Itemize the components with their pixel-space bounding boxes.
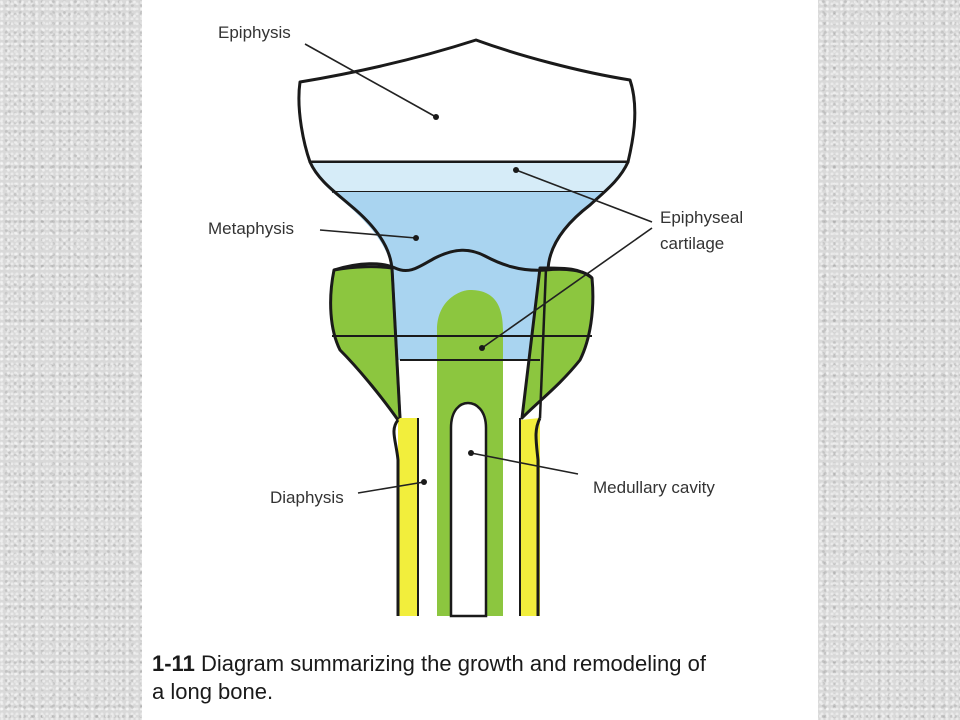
right-diaphysis-outline (534, 417, 542, 616)
cartilage-dot-upper (513, 167, 519, 173)
cartilage-dot-lower (479, 345, 485, 351)
right-diaphysis-shaft (520, 418, 540, 616)
left-diaphysis-shaft (398, 418, 418, 616)
metaphysis-left-outline (308, 161, 394, 273)
collar-top-edge (333, 248, 594, 280)
leader-lines (304, 43, 653, 494)
left-diaphysis-outline (392, 419, 400, 616)
label-epiphyseal-line1: Epiphyseal (660, 208, 743, 227)
label-epiphysis: Epiphysis (218, 23, 291, 42)
right-collar-inner-line (538, 267, 548, 419)
epiphysis-leader (304, 43, 437, 118)
metaphysis-leader (319, 229, 417, 239)
epiphysis-region (297, 38, 637, 164)
metaphysis-dot (413, 235, 419, 241)
left-bone-collar (329, 265, 402, 422)
cartilage-leader-lower (481, 227, 653, 349)
caption-text-line1: Diagram summarizing the growth and remod… (200, 651, 706, 676)
diaphysis-dot (421, 479, 427, 485)
label-metaphysis: Metaphysis (208, 219, 294, 238)
figure-caption: 1-11 Diagram summarizing the growth and … (152, 650, 812, 706)
medullary-cavity-region (449, 401, 488, 618)
caption-number: 1-11 (152, 651, 195, 676)
medullary-cavity-dot (468, 450, 474, 456)
label-epiphyseal-line2: cartilage (660, 234, 724, 253)
left-collar-inner-line (390, 267, 402, 419)
cartilage-leader-upper (515, 169, 653, 223)
epiphysis-dot (433, 114, 439, 120)
epiphyseal-cartilage-band (310, 162, 628, 192)
medullary-cavity-leader (470, 452, 579, 475)
diaphysis-leader (357, 481, 425, 494)
label-diaphysis: Diaphysis (270, 488, 344, 507)
metaphysis-right-outline (546, 161, 630, 273)
caption-text-line2: a long bone. (152, 679, 274, 704)
label-medullary-cavity: Medullary cavity (593, 478, 715, 497)
